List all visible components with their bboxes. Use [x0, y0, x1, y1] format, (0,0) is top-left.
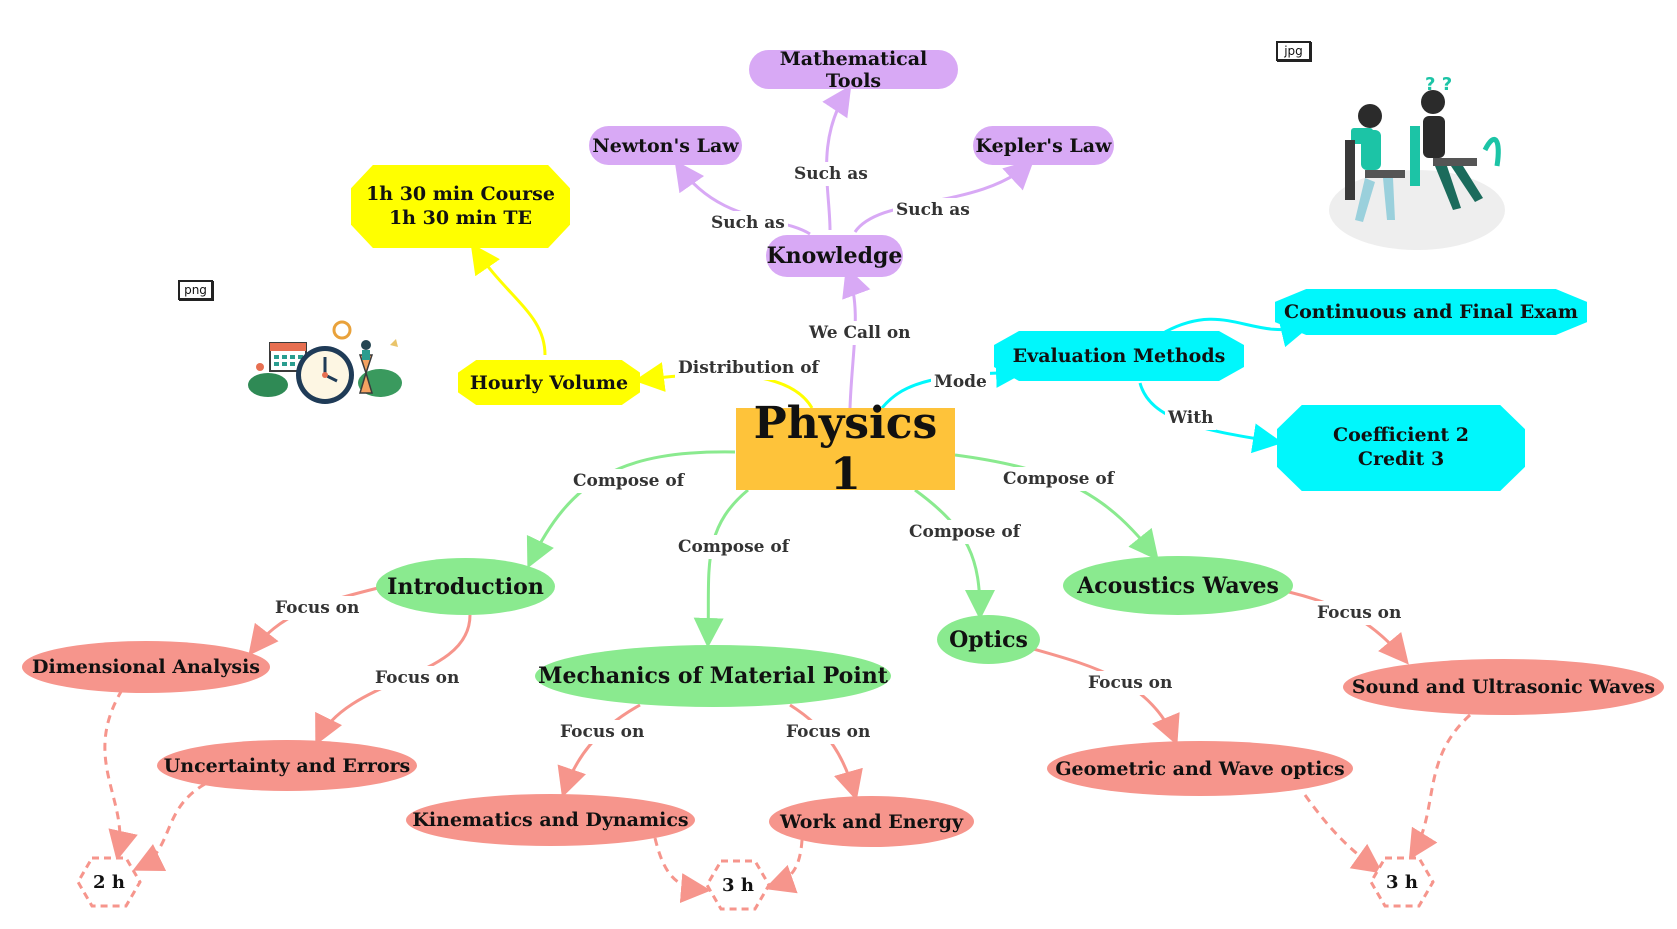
edge-center-evaluation — [880, 357, 1026, 409]
label-compose-of-intro: Compose of — [570, 469, 688, 493]
label-such-as-math: Such as — [791, 162, 871, 186]
hours-box-mechanics: 3 h — [722, 874, 754, 896]
label-we-call-on: We Call on — [806, 321, 914, 345]
hours-box-optics-shape — [1369, 856, 1435, 908]
edge-center-optics — [914, 488, 995, 620]
png-file-tag[interactable]: png — [178, 280, 213, 300]
label-with: With — [1165, 406, 1217, 430]
edge-eval-exam — [1164, 317, 1311, 348]
label-mode: Mode — [931, 370, 990, 394]
edge-sound-3h — [1408, 713, 1472, 861]
node-sound-ultrasonic[interactable]: Sound and Ultrasonic Waves — [1343, 659, 1664, 715]
label-compose-of-optics: Compose of — [906, 520, 1024, 544]
label-focus-on-sound: Focus on — [1314, 601, 1405, 625]
svg-text:? ?: ? ? — [1425, 74, 1452, 95]
edge-mech-work — [789, 703, 863, 801]
edge-kin-3h — [653, 837, 711, 904]
hours-box-optics: 3 h — [1386, 871, 1418, 893]
jpg-file-tag[interactable]: jpg — [1276, 41, 1311, 61]
edge-dim-2h — [103, 689, 138, 861]
label-distribution-of: Distribution of — [675, 356, 822, 380]
node-mechanics[interactable]: Mechanics of Material Point — [535, 645, 891, 707]
label-such-as-newton: Such as — [708, 211, 788, 235]
node-uncertainty-errors[interactable]: Uncertainty and Errors — [157, 740, 417, 791]
node-hours-breakdown[interactable]: 1h 30 min Course 1h 30 min TE — [351, 165, 570, 248]
hours-box-intro: 2 h — [93, 871, 125, 893]
node-introduction[interactable]: Introduction — [376, 558, 555, 615]
node-hourly-volume[interactable]: Hourly Volume — [458, 360, 640, 405]
hours-box-intro-shape — [76, 856, 142, 908]
node-geometric-wave-optics[interactable]: Geometric and Wave optics — [1047, 741, 1353, 796]
node-newtons-law[interactable]: Newton's Law — [589, 126, 742, 165]
node-mathematical-tools[interactable]: Mathematical Tools — [749, 48, 958, 92]
edge-knowledge-math — [822, 84, 852, 231]
node-evaluation-methods[interactable]: Evaluation Methods — [994, 331, 1244, 381]
edge-unc-2h — [132, 782, 206, 871]
node-kinematics-dynamics[interactable]: Kinematics and Dynamics — [406, 794, 695, 846]
node-keplers-law[interactable]: Kepler's Law — [973, 126, 1114, 165]
clock-calendar-illustration-icon — [248, 320, 402, 404]
label-focus-on-dimensional: Focus on — [272, 596, 363, 620]
students-studying-illustration-icon: ? ? — [1329, 74, 1505, 250]
central-node[interactable]: Physics 1 — [736, 398, 955, 500]
label-compose-of-mechanics: Compose of — [675, 535, 793, 559]
node-coefficient-credit[interactable]: Coefficient 2 Credit 3 — [1277, 405, 1525, 491]
edge-work-3h — [764, 839, 804, 894]
label-focus-on-geometric: Focus on — [1085, 671, 1176, 695]
node-dimensional-analysis[interactable]: Dimensional Analysis — [22, 641, 270, 693]
edge-geo-3h — [1303, 794, 1383, 874]
label-focus-on-uncertainty: Focus on — [372, 666, 463, 690]
edge-hourly-hours — [470, 243, 547, 356]
node-work-energy[interactable]: Work and Energy — [769, 796, 974, 847]
node-optics[interactable]: Optics — [937, 615, 1040, 664]
node-knowledge[interactable]: Knowledge — [766, 235, 903, 277]
hours-box-mechanics-shape — [705, 859, 771, 911]
label-focus-on-kinematics: Focus on — [557, 720, 648, 744]
label-such-as-kepler: Such as — [893, 198, 973, 222]
edge-center-mechanics — [693, 488, 749, 648]
node-continuous-final-exam[interactable]: Continuous and Final Exam — [1275, 289, 1587, 335]
label-focus-on-work: Focus on — [783, 720, 874, 744]
edge-mech-kinematics — [557, 703, 641, 798]
label-compose-of-acoustics: Compose of — [1000, 467, 1118, 491]
node-acoustics-waves[interactable]: Acoustics Waves — [1063, 556, 1293, 615]
